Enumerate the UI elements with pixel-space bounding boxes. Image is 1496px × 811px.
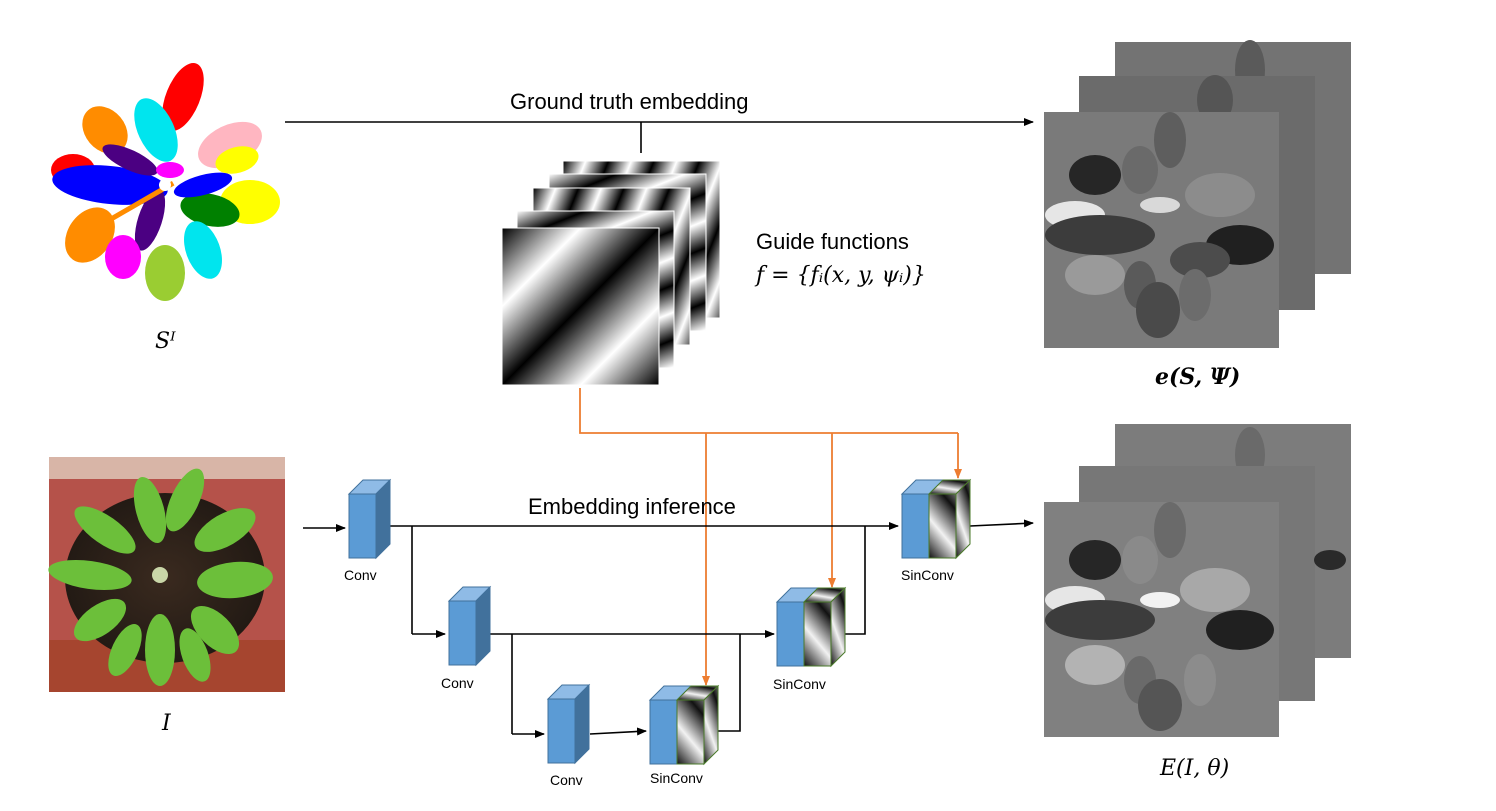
guide-function-stack xyxy=(501,160,721,386)
conv-label-3: Conv xyxy=(550,772,583,788)
sinconv-block-3 xyxy=(900,478,972,560)
pred-embedding-stack xyxy=(1044,424,1351,737)
network-connections xyxy=(303,519,1034,738)
conv-block-1 xyxy=(347,478,392,560)
sinconv-label-1: SinConv xyxy=(650,770,703,786)
segmentation-image xyxy=(51,63,280,301)
embedding-inference-label: Embedding inference xyxy=(528,494,736,519)
gt-embedding-stack xyxy=(1044,40,1351,348)
segmentation-leaves xyxy=(51,63,280,301)
sinconv-label-3: SinConv xyxy=(901,567,954,583)
guide-functions-label: Guide functions xyxy=(756,229,909,254)
pred-embedding-symbol: E(I, θ) xyxy=(1160,756,1230,781)
gt-embedding-symbol: e(S, Ψ) xyxy=(1155,364,1241,390)
gt-embedding-leaves xyxy=(1045,112,1274,338)
guide-formula: f = {fᵢ(x, y, ψᵢ)} xyxy=(756,263,926,288)
sinconv-block-1 xyxy=(648,684,720,766)
conv-label-1: Conv xyxy=(344,567,377,583)
conv-block-3 xyxy=(546,683,591,765)
sinconv-label-2: SinConv xyxy=(773,676,826,692)
gt-embedding-label: Ground truth embedding xyxy=(510,89,749,114)
conv-block-2 xyxy=(447,585,492,667)
plant-leaves xyxy=(48,468,273,686)
sinconv-block-2 xyxy=(775,586,847,668)
guide-feed-lines xyxy=(579,388,962,686)
pred-embedding-leaves xyxy=(1045,502,1274,731)
input-plant-image xyxy=(48,457,285,692)
conv-label-2: Conv xyxy=(441,675,474,691)
image-label: I xyxy=(162,711,171,736)
segmentation-label: Sᴵ xyxy=(155,329,176,354)
